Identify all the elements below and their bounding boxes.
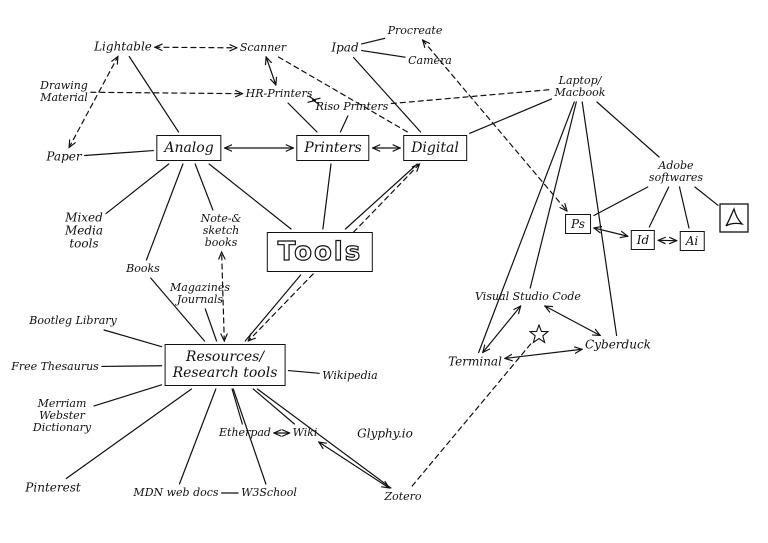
node-hr-printers: HR-Printers	[245, 87, 313, 100]
edge-digital-laptop	[469, 98, 553, 134]
node-etherpad: Etherpad	[219, 426, 271, 439]
edge-printers-hr-printers	[287, 102, 318, 133]
edge-resources-pinterest	[65, 388, 193, 480]
edge-vscode-terminal	[483, 306, 521, 353]
edge-paper-lightable	[69, 57, 118, 148]
edge-resources-books	[150, 277, 206, 342]
edge-resources-sketchbooks	[222, 252, 225, 341]
edge-tools-printers	[322, 163, 332, 230]
edge-analog-mixed-media	[105, 163, 170, 215]
edge-resources-magazines	[204, 308, 218, 342]
edge-laptop-terminal	[478, 101, 575, 354]
edge-digital-ipad	[352, 56, 422, 133]
edge-drawing-material-hr-printers	[90, 92, 243, 93]
node-terminal: Terminal	[448, 354, 502, 369]
node-w3school: W3School	[241, 486, 297, 499]
node-ai: Ai	[679, 231, 705, 251]
edge-resources-w3school	[232, 388, 267, 485]
node-mdn: MDN web docs	[133, 486, 219, 499]
node-tools: Tools	[266, 232, 374, 272]
node-bootleg: Bootleg Library	[29, 314, 117, 327]
node-wikipedia: Wikipedia	[322, 369, 378, 382]
node-cyberduck: Cyberduck	[585, 337, 651, 352]
edge-vscode-cyberduck	[545, 306, 600, 336]
node-camera: Camera	[408, 54, 452, 67]
node-procreate: Procreate	[387, 24, 443, 37]
edge-ipad-procreate	[361, 37, 386, 45]
node-digital: Digital	[403, 135, 467, 161]
edge-adobe-ps	[593, 186, 649, 217]
edge-tools-digital	[344, 163, 418, 230]
edge-printers-riso-printers	[339, 115, 349, 133]
edge-digital-resources	[248, 164, 419, 341]
node-resources: Resources/ Research tools	[164, 344, 286, 386]
node-adobe: Adobe softwares	[648, 159, 704, 184]
node-pinterest: Pinterest	[25, 480, 81, 495]
edge-resources-merriam	[93, 384, 163, 407]
node-analog: Analog	[156, 135, 222, 161]
edge-tools-resources	[244, 274, 302, 342]
edge-resources-wikipedia	[287, 369, 320, 374]
edge-procreate-ps	[423, 40, 567, 211]
edge-resources-bootleg	[103, 329, 163, 348]
edge-resources-wiki	[252, 388, 296, 425]
edge-laptop-vscode	[529, 101, 577, 289]
edge-riso-printers-laptop	[390, 88, 553, 105]
node-mixed-media: Mixed Media tools	[64, 210, 104, 251]
edge-adobe-acrobat	[694, 186, 719, 206]
edge-ipad-camera	[361, 49, 406, 58]
edge-laptop-adobe	[596, 101, 660, 158]
edge-analog-books	[145, 163, 184, 261]
edge-analog-lightable	[128, 55, 180, 133]
edge-terminal-cyberduck	[505, 349, 582, 358]
node-ipad: Ipad	[331, 40, 359, 55]
node-merriam: Merriam Webster Dictionary	[32, 397, 92, 434]
edge-resources-thesaurus	[101, 365, 163, 368]
node-scanner: Scanner	[239, 41, 287, 54]
node-printers: Printers	[296, 135, 370, 161]
node-lightable: Lightable	[94, 39, 152, 54]
node-sketchbooks: Note-& sketch books	[200, 212, 242, 249]
star-icon	[529, 324, 549, 344]
node-vscode: Visual Studio Code	[475, 290, 581, 303]
node-wiki: Wiki	[292, 426, 318, 439]
acrobat-logo-icon	[719, 203, 749, 233]
node-laptop: Laptop/ Macbook	[554, 74, 606, 99]
edge-resources-mdn	[178, 388, 217, 485]
node-glyphy: Glyphy.io	[357, 426, 413, 441]
node-drawing-material: Drawing Material	[40, 79, 88, 104]
edge-scanner-hr-printers	[266, 57, 276, 85]
node-ps: Ps	[565, 214, 591, 234]
edge-analog-paper	[84, 149, 154, 157]
edge-analog-sketchbooks	[194, 163, 214, 211]
edge-wiki-zotero	[319, 442, 389, 488]
node-riso-printers: Riso Printers	[315, 100, 389, 113]
node-id: Id	[630, 230, 656, 250]
edge-adobe-ai	[678, 186, 690, 229]
edge-ps-id	[594, 228, 628, 236]
node-magazines: Magazines Journals	[170, 281, 230, 306]
edge-adobe-id	[648, 186, 670, 228]
edge-resources-etherpad	[231, 388, 243, 425]
edge-star-zotero	[409, 343, 532, 489]
node-thesaurus: Free Thesaurus	[11, 360, 99, 373]
edge-laptop-cyberduck	[581, 101, 618, 337]
node-books: Books	[126, 262, 160, 275]
node-paper: Paper	[46, 149, 82, 164]
edge-lightable-scanner	[155, 47, 237, 48]
edge-scanner-digital	[277, 56, 409, 133]
node-zotero: Zotero	[384, 490, 422, 503]
